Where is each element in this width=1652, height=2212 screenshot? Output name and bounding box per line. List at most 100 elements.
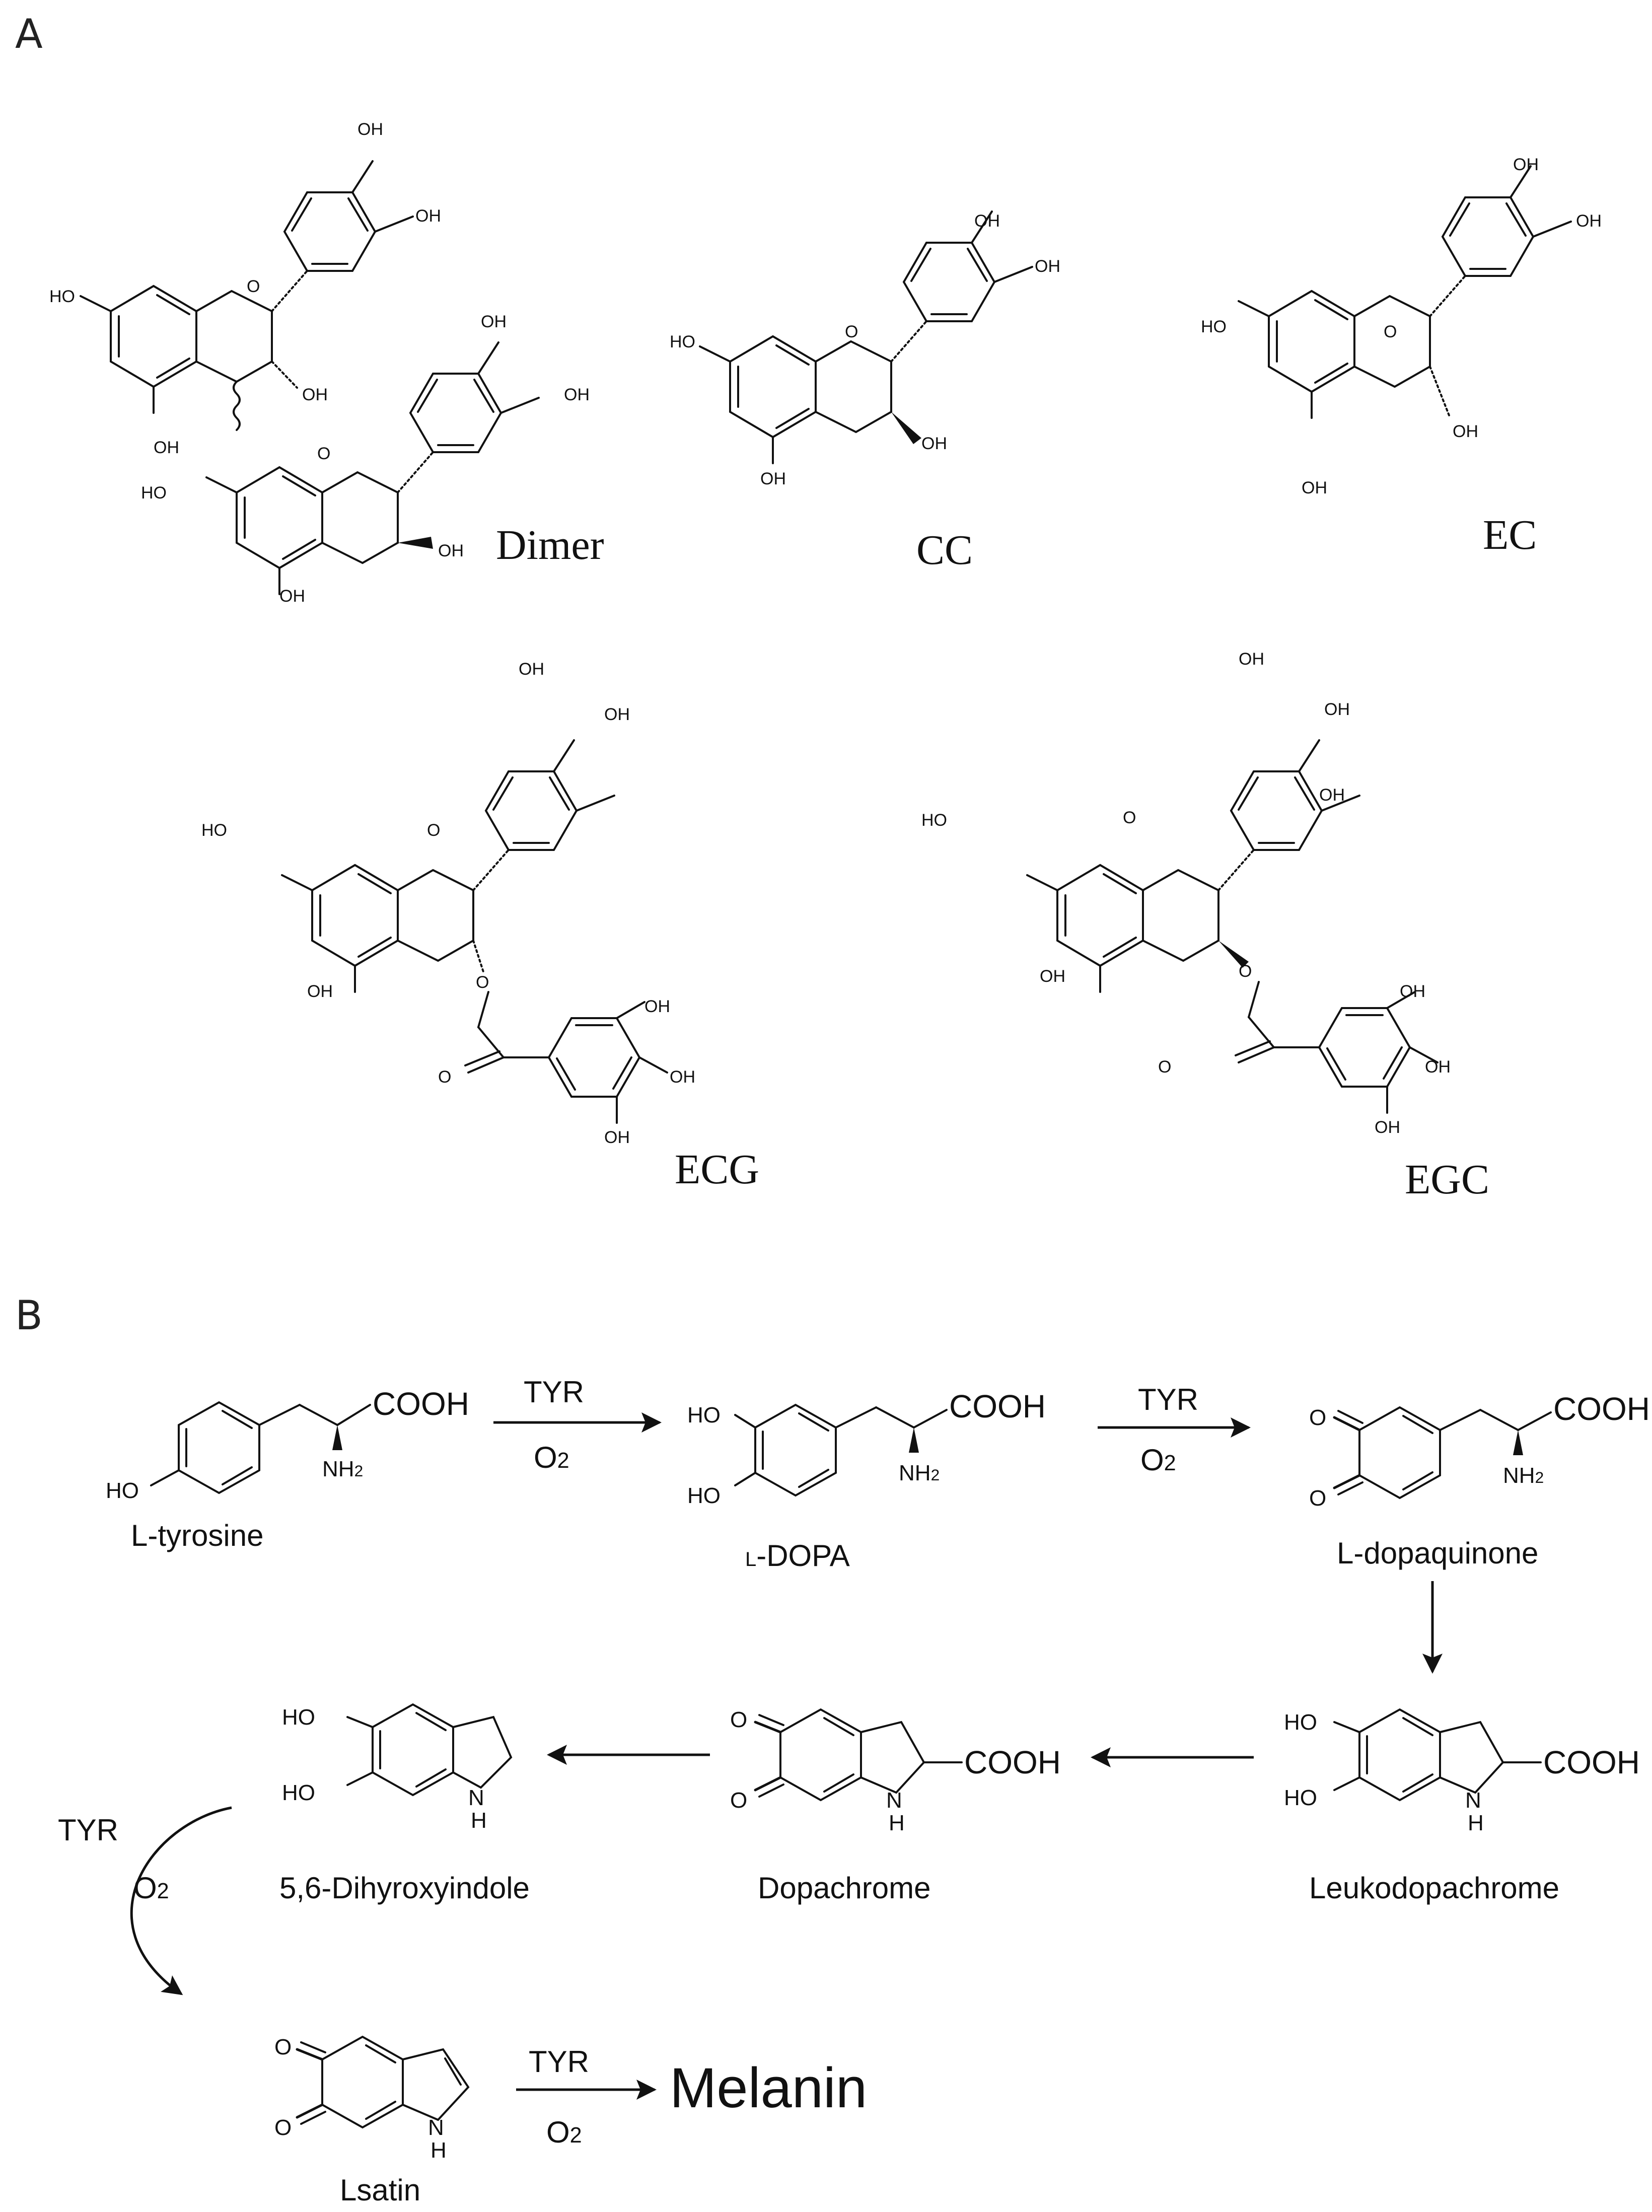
svg-text:HO: HO	[921, 811, 947, 830]
svg-text:OH: OH	[1453, 422, 1478, 441]
svg-text:NH2: NH2	[1503, 1463, 1544, 1488]
svg-text:OH: OH	[1324, 700, 1350, 719]
compound-dimer-structure: HO O OH OH OH OH O OH OH HO OH OH	[49, 120, 590, 606]
svg-text:OH: OH	[564, 385, 590, 404]
svg-text:N: N	[1465, 1788, 1481, 1813]
svg-text:OH: OH	[921, 434, 947, 453]
svg-text:OH: OH	[279, 587, 305, 606]
svg-text:O: O	[845, 322, 858, 341]
svg-text:NH2: NH2	[322, 1457, 363, 1481]
svg-text:COOH: COOH	[373, 1386, 469, 1422]
svg-text:HO: HO	[282, 1780, 315, 1805]
svg-text:O: O	[1239, 962, 1252, 981]
svg-text:O2: O2	[133, 1871, 169, 1905]
svg-text:O2: O2	[546, 2115, 582, 2149]
svg-text:HO: HO	[670, 332, 695, 351]
svg-text:OH: OH	[1040, 967, 1065, 986]
svg-text:OH: OH	[974, 211, 1000, 231]
svg-text:HO: HO	[282, 1705, 315, 1730]
svg-text:O: O	[1309, 1405, 1326, 1430]
svg-text:O: O	[274, 2115, 292, 2140]
compound-name-ec: EC	[1483, 512, 1537, 558]
compound-l-dopa-structure: COOH HO HO NH2	[687, 1388, 1046, 1508]
compound-name-cc: CC	[916, 527, 973, 574]
compound-dopachrome-structure: COOH O O N H	[730, 1707, 1061, 1835]
svg-text:OH: OH	[1319, 786, 1345, 805]
svg-text:N: N	[886, 1788, 902, 1813]
compound-name-egc: EGC	[1405, 1156, 1489, 1203]
compound-name-l-tyrosine: L-tyrosine	[131, 1519, 263, 1552]
svg-text:OH: OH	[1425, 1057, 1451, 1077]
svg-text:TYR: TYR	[529, 2045, 589, 2079]
svg-text:O: O	[427, 821, 440, 840]
compound-name-lsatin: Lsatin	[340, 2173, 420, 2207]
compound-dihydroxyindole-structure: HO HO N H	[282, 1703, 513, 1833]
svg-text:OH: OH	[760, 469, 786, 488]
svg-text:OH: OH	[1513, 155, 1539, 174]
svg-text:OH: OH	[481, 312, 507, 331]
svg-text:H: H	[430, 2138, 447, 2163]
compound-l-tyrosine-structure: COOH NH2 HO	[106, 1386, 469, 1503]
compound-ecg-structure: HO O OH OH OH O O OH OH OH	[201, 660, 695, 1147]
svg-text:OH: OH	[438, 541, 464, 560]
svg-text:OH: OH	[154, 438, 179, 457]
compound-name-melanin: Melanin	[670, 2056, 867, 2119]
svg-text:OH: OH	[519, 660, 544, 679]
compound-name-l-dopaquinone: L-dopaquinone	[1337, 1536, 1538, 1570]
svg-text:H: H	[471, 1808, 487, 1833]
compound-l-dopaquinone-structure: COOH O O NH2	[1309, 1391, 1650, 1511]
svg-text:HO: HO	[687, 1403, 721, 1428]
svg-text:OH: OH	[357, 120, 383, 139]
compound-name-ecg: ECG	[675, 1146, 759, 1193]
svg-text:O: O	[247, 277, 260, 296]
svg-text:OH: OH	[1035, 257, 1060, 276]
svg-text:OH: OH	[415, 206, 441, 226]
svg-text:TYR: TYR	[524, 1375, 584, 1409]
svg-text:OH: OH	[307, 982, 333, 1001]
compound-leukodopachrome-structure: COOH HO HO N H	[1284, 1708, 1640, 1835]
svg-text:O: O	[476, 973, 489, 992]
svg-text:TYR: TYR	[1138, 1383, 1198, 1416]
svg-text:OH: OH	[604, 705, 630, 724]
panel-a-label: A	[15, 11, 43, 57]
svg-text:O: O	[274, 2035, 292, 2059]
svg-text:HO: HO	[1201, 317, 1227, 336]
svg-text:O: O	[730, 1788, 747, 1813]
compound-name-l-dopa: L-DOPA	[745, 1539, 850, 1573]
svg-text:NH2: NH2	[899, 1461, 940, 1485]
svg-text:O: O	[438, 1067, 451, 1087]
svg-text:O: O	[1384, 322, 1397, 341]
svg-text:HO: HO	[687, 1483, 721, 1508]
svg-text:OH: OH	[644, 997, 670, 1016]
reaction-arrow-6	[130, 1806, 232, 1995]
svg-text:OH: OH	[1302, 478, 1327, 497]
svg-text:O: O	[317, 444, 330, 463]
compound-lsatin-structure: O O N H	[274, 2035, 470, 2163]
svg-text:HO: HO	[1284, 1786, 1317, 1810]
compound-name-dopachrome: Dopachrome	[758, 1871, 931, 1905]
svg-text:HO: HO	[106, 1478, 139, 1503]
panel-b-label: B	[15, 1292, 43, 1339]
compound-egc-structure: HO O OH OH OH OH O O OH OH OH	[921, 650, 1451, 1137]
svg-text:OH: OH	[1375, 1118, 1400, 1137]
svg-text:COOH: COOH	[964, 1744, 1061, 1780]
svg-text:O: O	[1158, 1057, 1171, 1077]
svg-text:N: N	[468, 1786, 484, 1810]
svg-text:HO: HO	[141, 483, 167, 503]
compound-cc-structure: HO O OH OH OH OH	[670, 210, 1060, 488]
svg-text:HO: HO	[201, 821, 227, 840]
svg-text:O: O	[1123, 808, 1136, 827]
svg-text:O2: O2	[1140, 1443, 1176, 1477]
compound-name-dimer: Dimer	[496, 522, 604, 568]
svg-text:O2: O2	[534, 1441, 569, 1474]
svg-text:H: H	[889, 1811, 905, 1835]
compound-name-dihydroxyindole: 5,6-Dihyroxyindole	[279, 1871, 530, 1905]
svg-text:OH: OH	[604, 1128, 630, 1147]
svg-text:OH: OH	[302, 385, 328, 404]
svg-text:O: O	[1309, 1486, 1326, 1511]
svg-text:OH: OH	[670, 1067, 695, 1087]
svg-text:COOH: COOH	[949, 1388, 1046, 1424]
compound-name-leukodopachrome: Leukodopachrome	[1309, 1871, 1559, 1905]
svg-text:OH: OH	[1400, 982, 1425, 1001]
